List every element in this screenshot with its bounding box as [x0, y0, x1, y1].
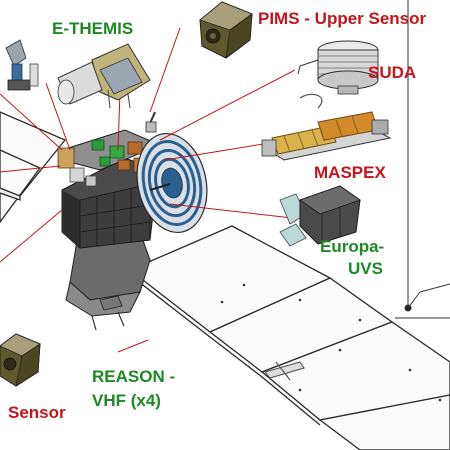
pims-lower-sensor-instrument — [0, 333, 41, 387]
reason-vhf-rod — [264, 361, 305, 381]
suda-label: SUDA — [368, 63, 417, 82]
pims-upper-sensor-instrument — [199, 1, 253, 59]
spacecraft-bus — [57, 111, 162, 331]
europa-uvs-label-line2: UVS — [348, 259, 383, 278]
pims-upper-sensor-label: PIMS - Upper Sensor — [258, 9, 427, 28]
suda-instrument — [297, 40, 379, 95]
high-gain-antenna — [136, 132, 208, 234]
camera-instrument — [5, 39, 39, 91]
solar-array-left — [0, 111, 67, 224]
europa-uvs-instrument — [279, 185, 361, 247]
reason-vhf-label-line2: VHF (x4) — [92, 391, 161, 410]
reason-vhf-label-line1: REASON - — [92, 367, 176, 386]
e-themis-label: E-THEMIS — [52, 19, 134, 38]
maspex-label: MASPEX — [314, 163, 386, 182]
e-themis-instrument — [57, 43, 151, 109]
maspex-instrument — [260, 93, 392, 161]
pims-lower-sensor-label: Sensor — [8, 403, 66, 422]
europa-uvs-label-line1: Europa- — [320, 237, 385, 256]
diagram-frame — [395, 0, 450, 319]
solar-array-right — [128, 225, 450, 450]
